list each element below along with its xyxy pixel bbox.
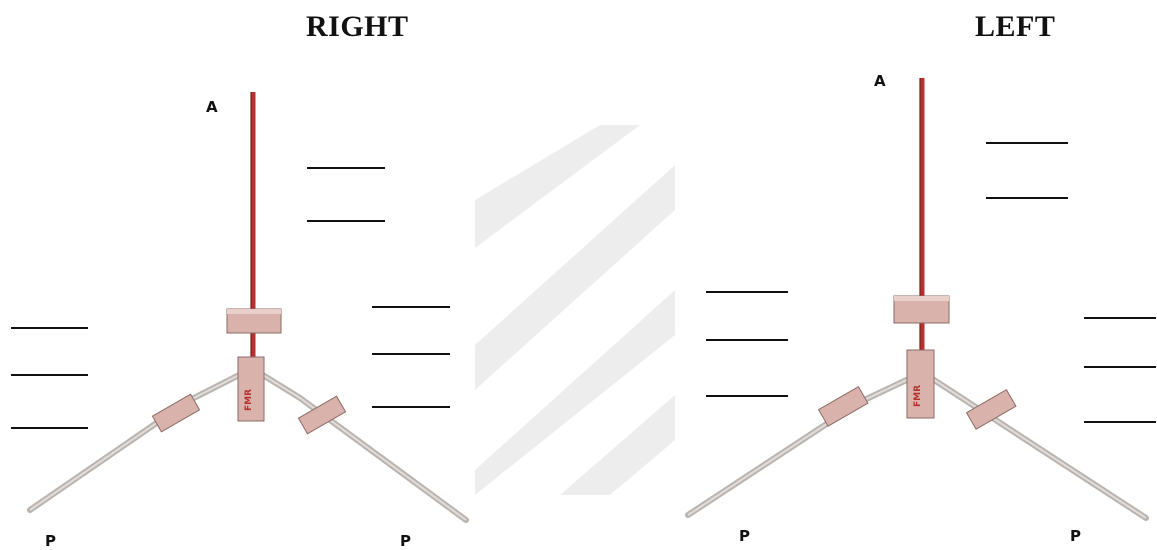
apex-label-left: A [874, 72, 886, 90]
left-leg-clamp [817, 386, 869, 427]
answer-blank[interactable] [706, 339, 788, 341]
right-leg-clamp [297, 395, 347, 435]
right-leg-clamp [965, 389, 1017, 430]
leg-left [27, 369, 248, 513]
answer-blank[interactable] [1084, 421, 1156, 423]
device-label: FMR [244, 389, 254, 411]
panel-title-left: LEFT [975, 10, 1056, 43]
leg-right-highlight [257, 371, 467, 521]
base-block [237, 356, 265, 422]
foot-label-left-right: P [1070, 527, 1081, 545]
answer-blank[interactable] [307, 167, 385, 169]
left-leg-clamp [151, 393, 201, 433]
base-block [906, 349, 935, 419]
answer-blank[interactable] [372, 406, 450, 408]
answer-blank[interactable] [372, 306, 450, 308]
answer-blank[interactable] [11, 427, 88, 429]
answer-blank[interactable] [11, 374, 88, 376]
apex-label-right: A [206, 98, 218, 116]
answer-blank[interactable] [372, 353, 450, 355]
answer-blank[interactable] [986, 197, 1068, 199]
answer-blank[interactable] [706, 291, 788, 293]
answer-blank[interactable] [706, 395, 788, 397]
tripod-device-right: FMR [27, 92, 469, 523]
answer-blank[interactable] [1084, 366, 1156, 368]
device-label: FMR [913, 385, 923, 407]
foot-label-right-right: P [400, 532, 411, 550]
watermark-stripes [475, 125, 675, 495]
leg-right-highlight [927, 375, 1147, 519]
foot-label-left-left: P [739, 527, 750, 545]
tripod-device-left: FMR [685, 78, 1149, 521]
foot-label-right-left: P [45, 532, 56, 550]
answer-blank[interactable] [1084, 317, 1156, 319]
answer-blank[interactable] [307, 220, 385, 222]
panel-title-right: RIGHT [306, 10, 409, 43]
answer-blank[interactable] [11, 327, 88, 329]
answer-blank[interactable] [986, 142, 1068, 144]
